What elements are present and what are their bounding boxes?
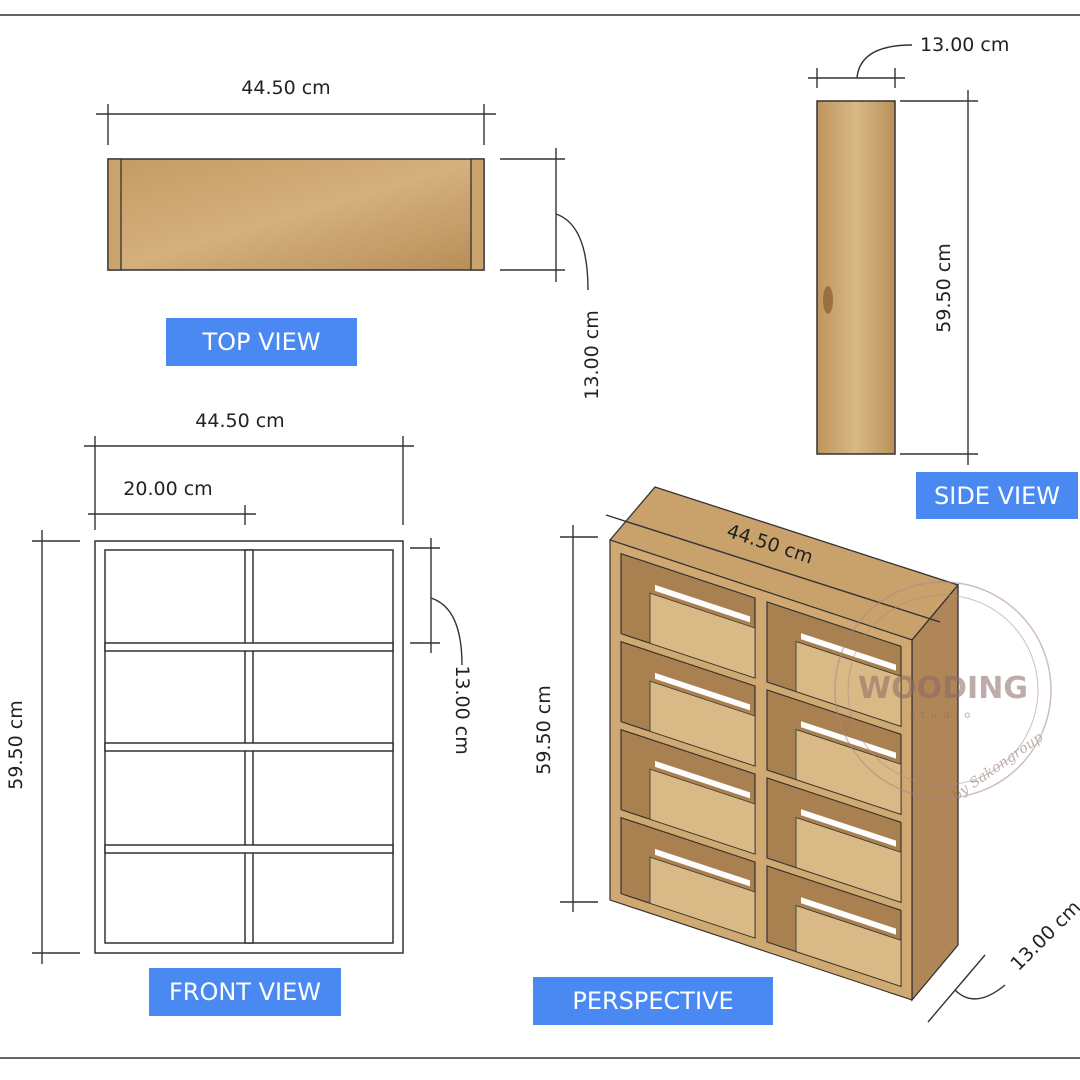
front-view-width-dim: 44.50 cm [195, 410, 284, 432]
side-view-height-dim: 59.50 cm [933, 243, 955, 332]
watermark-brand: WOODING [858, 671, 1028, 706]
side-view-label: SIDE VIEW [916, 472, 1078, 519]
perspective-depth-dim: 13.00 cm [1006, 896, 1080, 975]
front-view-height-dim: 59.50 cm [5, 700, 27, 789]
watermark-by: by Sakongroup [949, 729, 1046, 804]
watermark-sub: studio [910, 710, 977, 721]
top-view [96, 104, 589, 291]
perspective-view [560, 486, 1006, 1023]
front-view-dimensions [32, 436, 463, 964]
side-view-depth-dim: 13.00 cm [920, 34, 1009, 56]
top-view-width-dim: 44.50 cm [241, 77, 330, 99]
perspective-height-dim: 59.50 cm [533, 685, 555, 774]
side-view [808, 44, 978, 465]
top-view-depth-dim: 13.00 cm [581, 310, 603, 399]
front-view-cell-width-dim: 20.00 cm [123, 478, 212, 500]
perspective-label: PERSPECTIVE [533, 977, 773, 1025]
front-view [94, 540, 404, 954]
front-view-cell-height-dim: 13.00 cm [451, 665, 473, 754]
front-view-label: FRONT VIEW [149, 968, 341, 1016]
top-view-label: TOP VIEW [166, 318, 357, 366]
